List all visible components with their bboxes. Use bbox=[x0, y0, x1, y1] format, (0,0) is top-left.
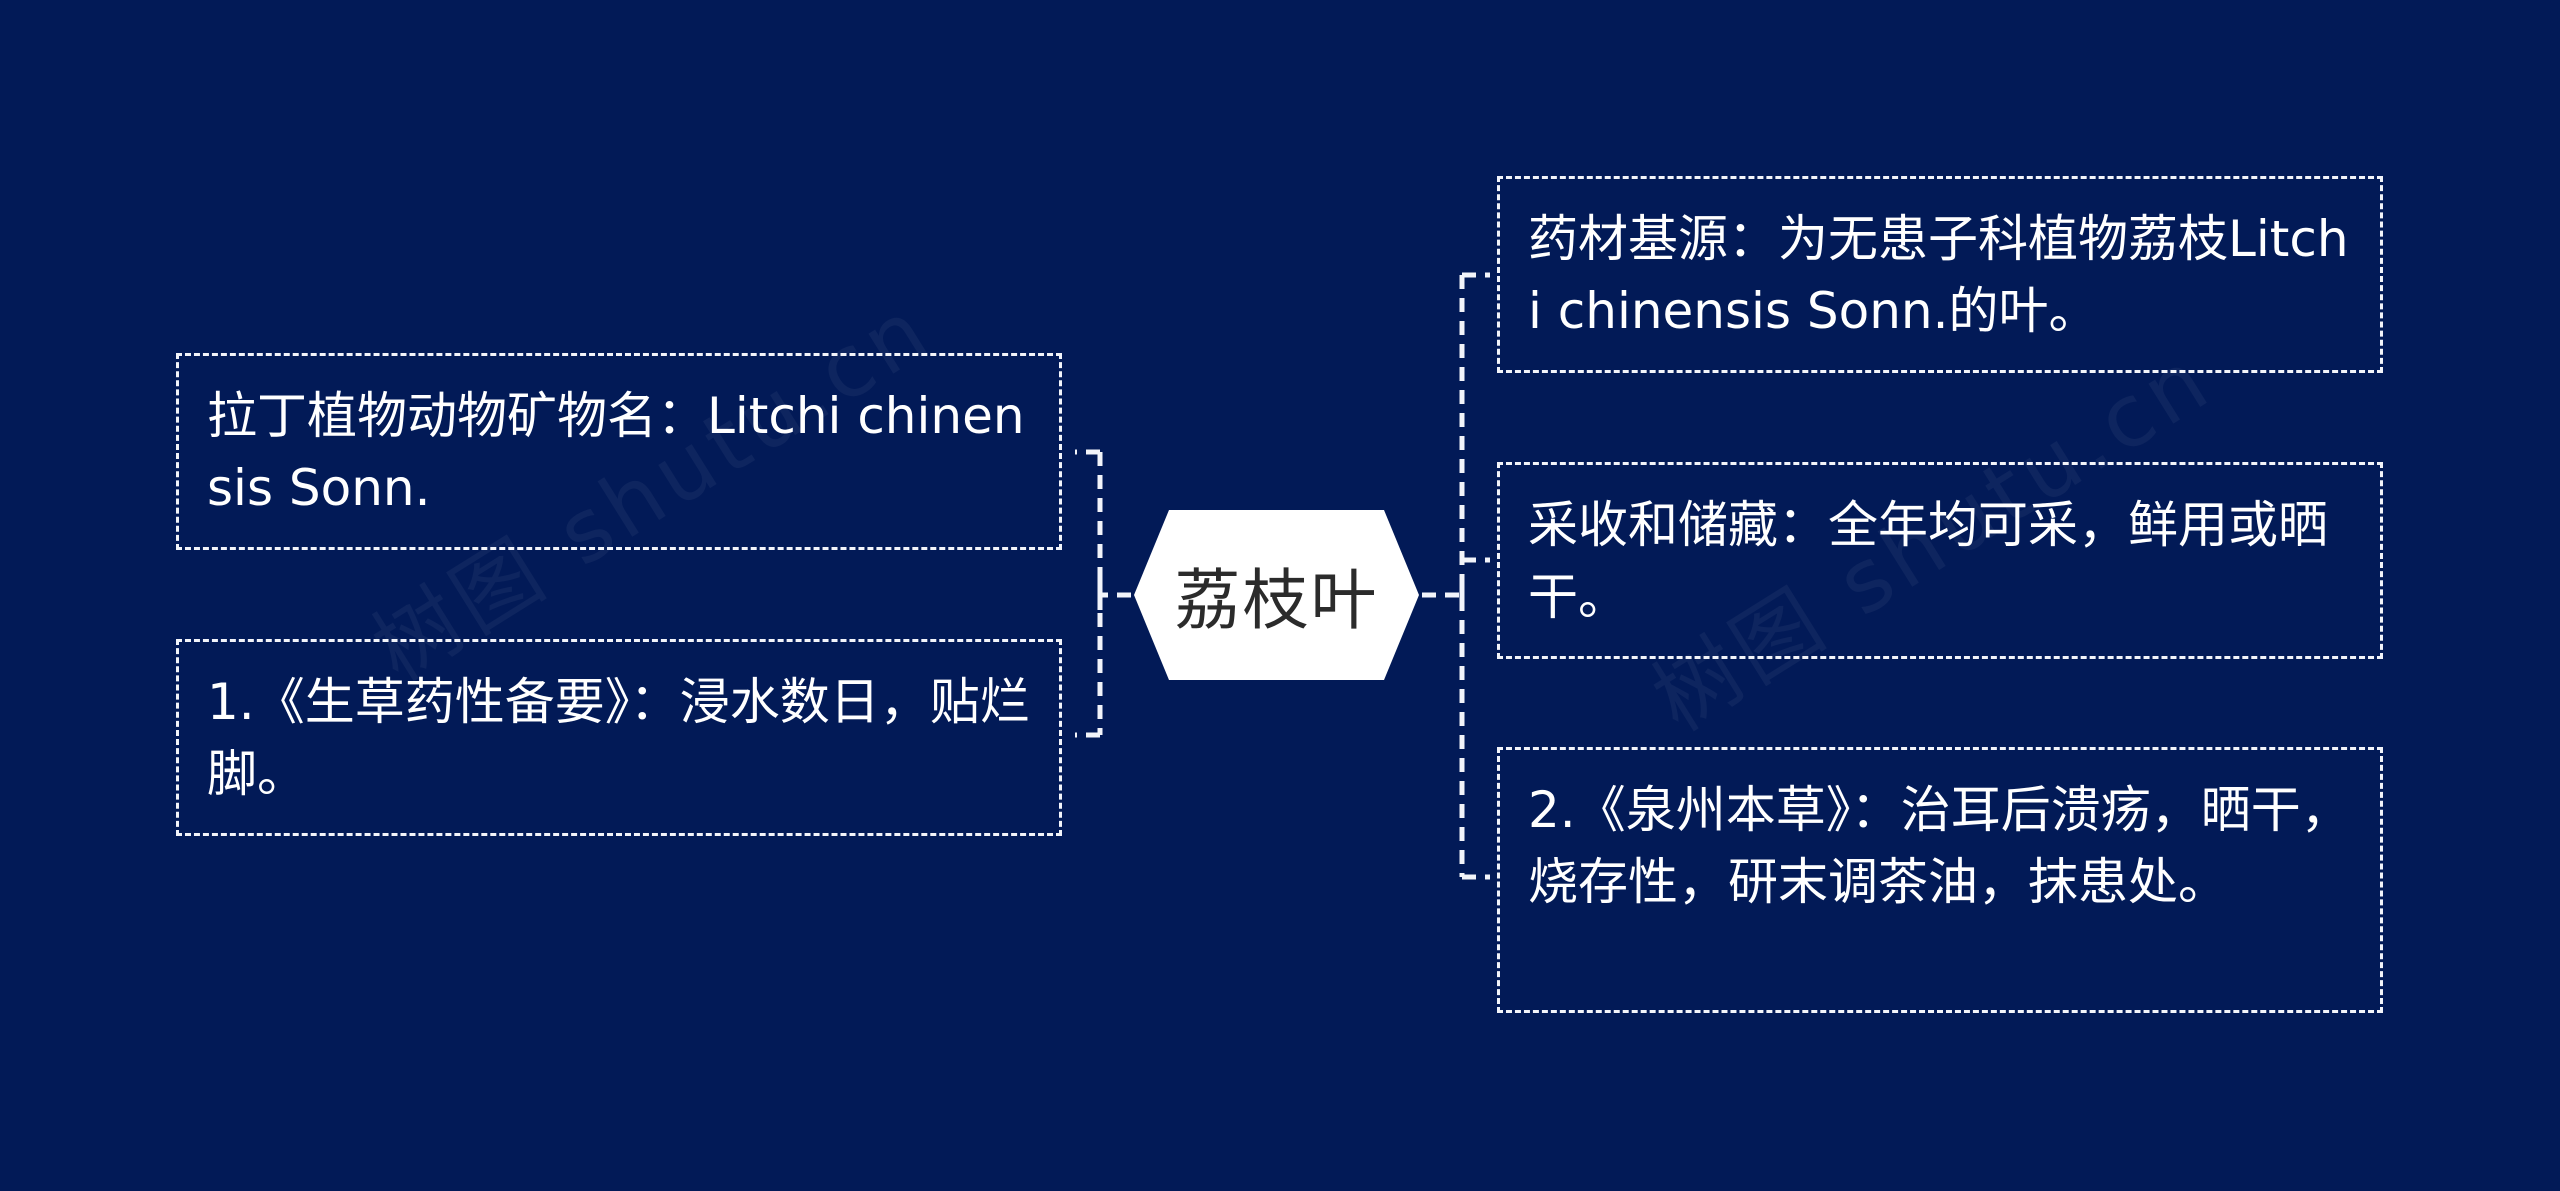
right-node-source[interactable]: 药材基源：为无患子科植物荔枝Litchi chinensis Sonn.的叶。 bbox=[1497, 176, 2383, 373]
right-node-source-text: 药材基源：为无患子科植物荔枝Litchi chinensis Sonn.的叶。 bbox=[1528, 210, 2349, 340]
left-node-latin-name[interactable]: 拉丁植物动物矿物名：Litchi chinensis Sonn. bbox=[176, 353, 1062, 550]
center-hexagon-shape bbox=[1134, 510, 1419, 680]
right-node-harvest-text: 采收和储藏：全年均可采，鲜用或晒干。 bbox=[1528, 496, 2328, 626]
right-node-quanzhou-text: 2.《泉州本草》：治耳后溃疡，晒干，烧存性，研末调茶油，抹患处。 bbox=[1528, 781, 2351, 911]
center-node-label: 荔枝叶 bbox=[1174, 562, 1379, 639]
right-node-harvest[interactable]: 采收和储藏：全年均可采，鲜用或晒干。 bbox=[1497, 462, 2383, 659]
left-node-usage-note[interactable]: 1.《生草药性备要》：浸水数日，贴烂脚。 bbox=[176, 639, 1062, 836]
left-node-usage-note-text: 1.《生草药性备要》：浸水数日，贴烂脚。 bbox=[207, 673, 1030, 803]
center-node[interactable]: 荔枝叶 bbox=[1131, 507, 1422, 683]
left-node-latin-name-text: 拉丁植物动物矿物名：Litchi chinensis Sonn. bbox=[207, 387, 1025, 517]
right-node-quanzhou[interactable]: 2.《泉州本草》：治耳后溃疡，晒干，烧存性，研末调茶油，抹患处。 bbox=[1497, 747, 2383, 1013]
